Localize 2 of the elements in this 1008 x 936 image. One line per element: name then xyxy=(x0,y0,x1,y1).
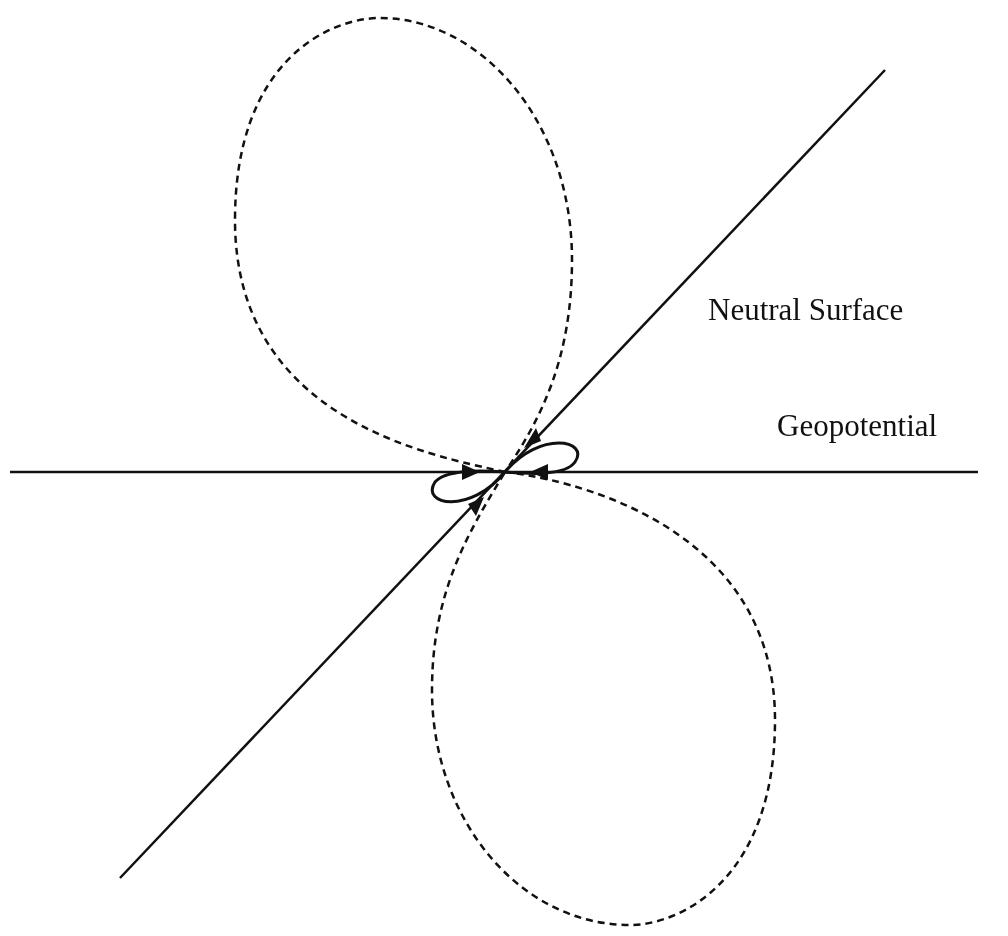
line-label: Geopotential xyxy=(777,410,938,441)
line-label: Neutral Surface xyxy=(708,294,904,325)
